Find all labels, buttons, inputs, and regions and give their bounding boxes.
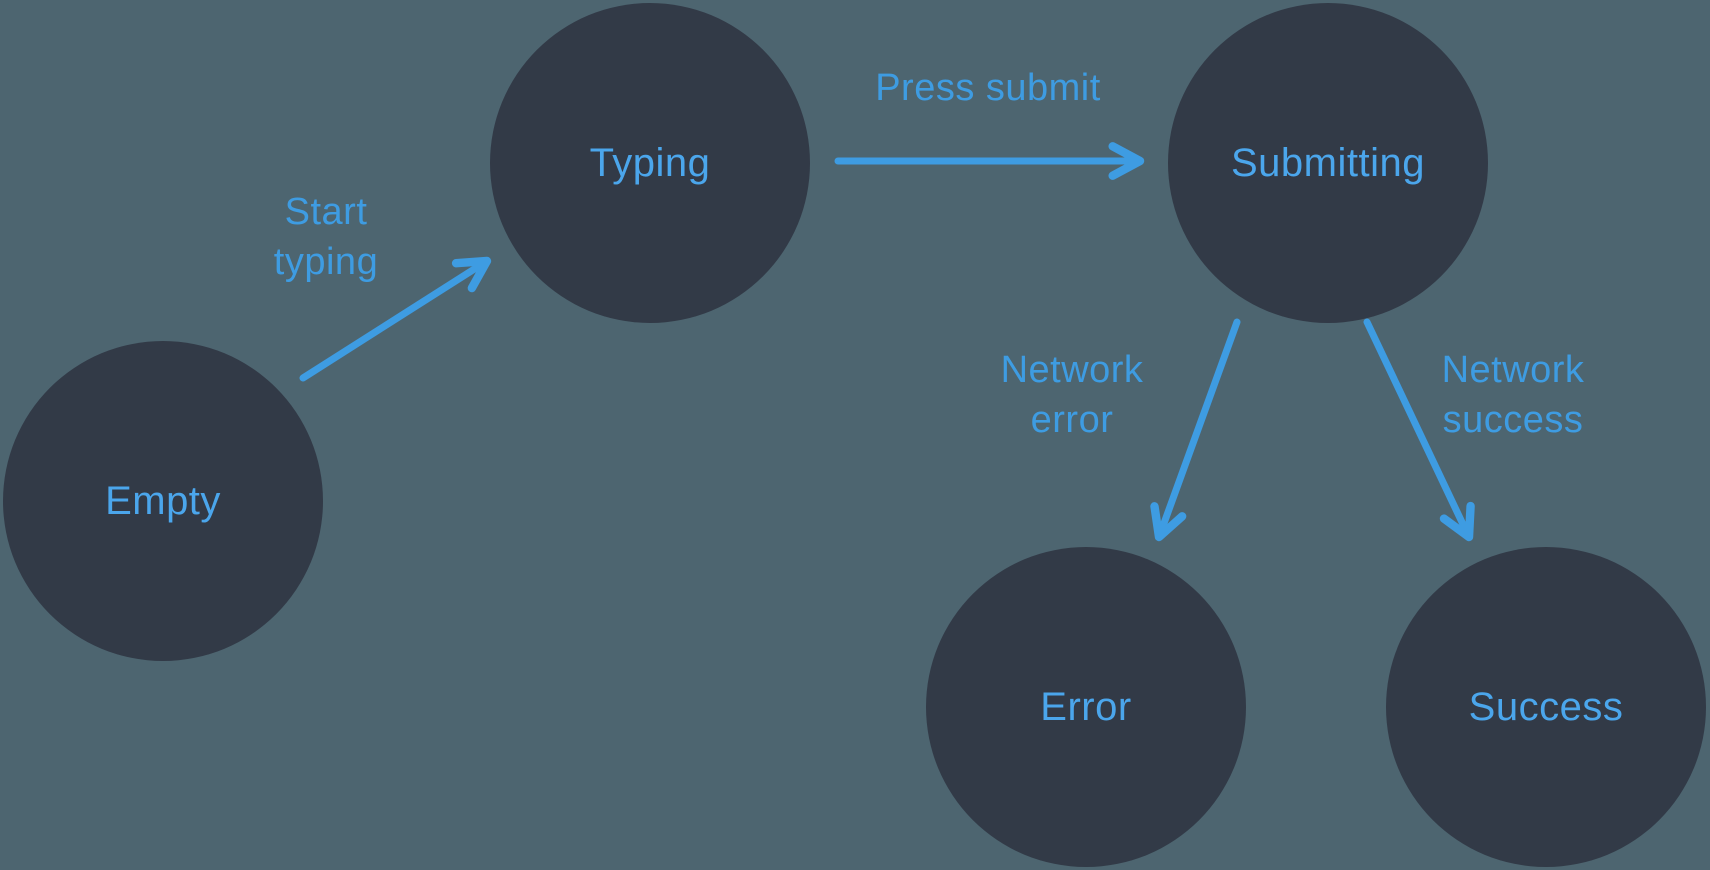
state-node-empty: Empty	[3, 341, 323, 661]
state-node-error: Error	[926, 547, 1246, 867]
state-node-typing: Typing	[490, 3, 810, 323]
transition-label-line: Network	[1000, 349, 1144, 391]
state-node-label-submitting: Submitting	[1231, 140, 1425, 185]
state-node-label-typing: Typing	[589, 140, 711, 185]
transition-label-start-typing: Start typing	[274, 187, 378, 287]
transition-label-line: typing	[273, 241, 379, 283]
transition-arrow-network-success	[1363, 318, 1475, 542]
transition-label-network-error: Network error	[1001, 345, 1144, 445]
transition-label-press-submit: Press submit	[875, 63, 1101, 113]
state-node-label-empty: Empty	[105, 478, 221, 523]
state-node-success: Success	[1386, 547, 1706, 867]
state-node-submitting: Submitting	[1168, 3, 1488, 323]
transition-label-line: Press submit	[875, 67, 1101, 109]
transition-label-network-success: Network success	[1442, 345, 1585, 445]
transition-label-line: Network	[1441, 349, 1585, 391]
transition-arrow-network-error	[1150, 318, 1241, 542]
state-node-label-success: Success	[1468, 684, 1624, 729]
transition-label-line: Start	[284, 191, 368, 233]
transition-label-line: error	[1030, 399, 1114, 441]
state-node-label-error: Error	[1040, 684, 1132, 729]
transition-arrow-start-typing	[299, 256, 492, 382]
transition-label-line: success	[1442, 399, 1584, 441]
